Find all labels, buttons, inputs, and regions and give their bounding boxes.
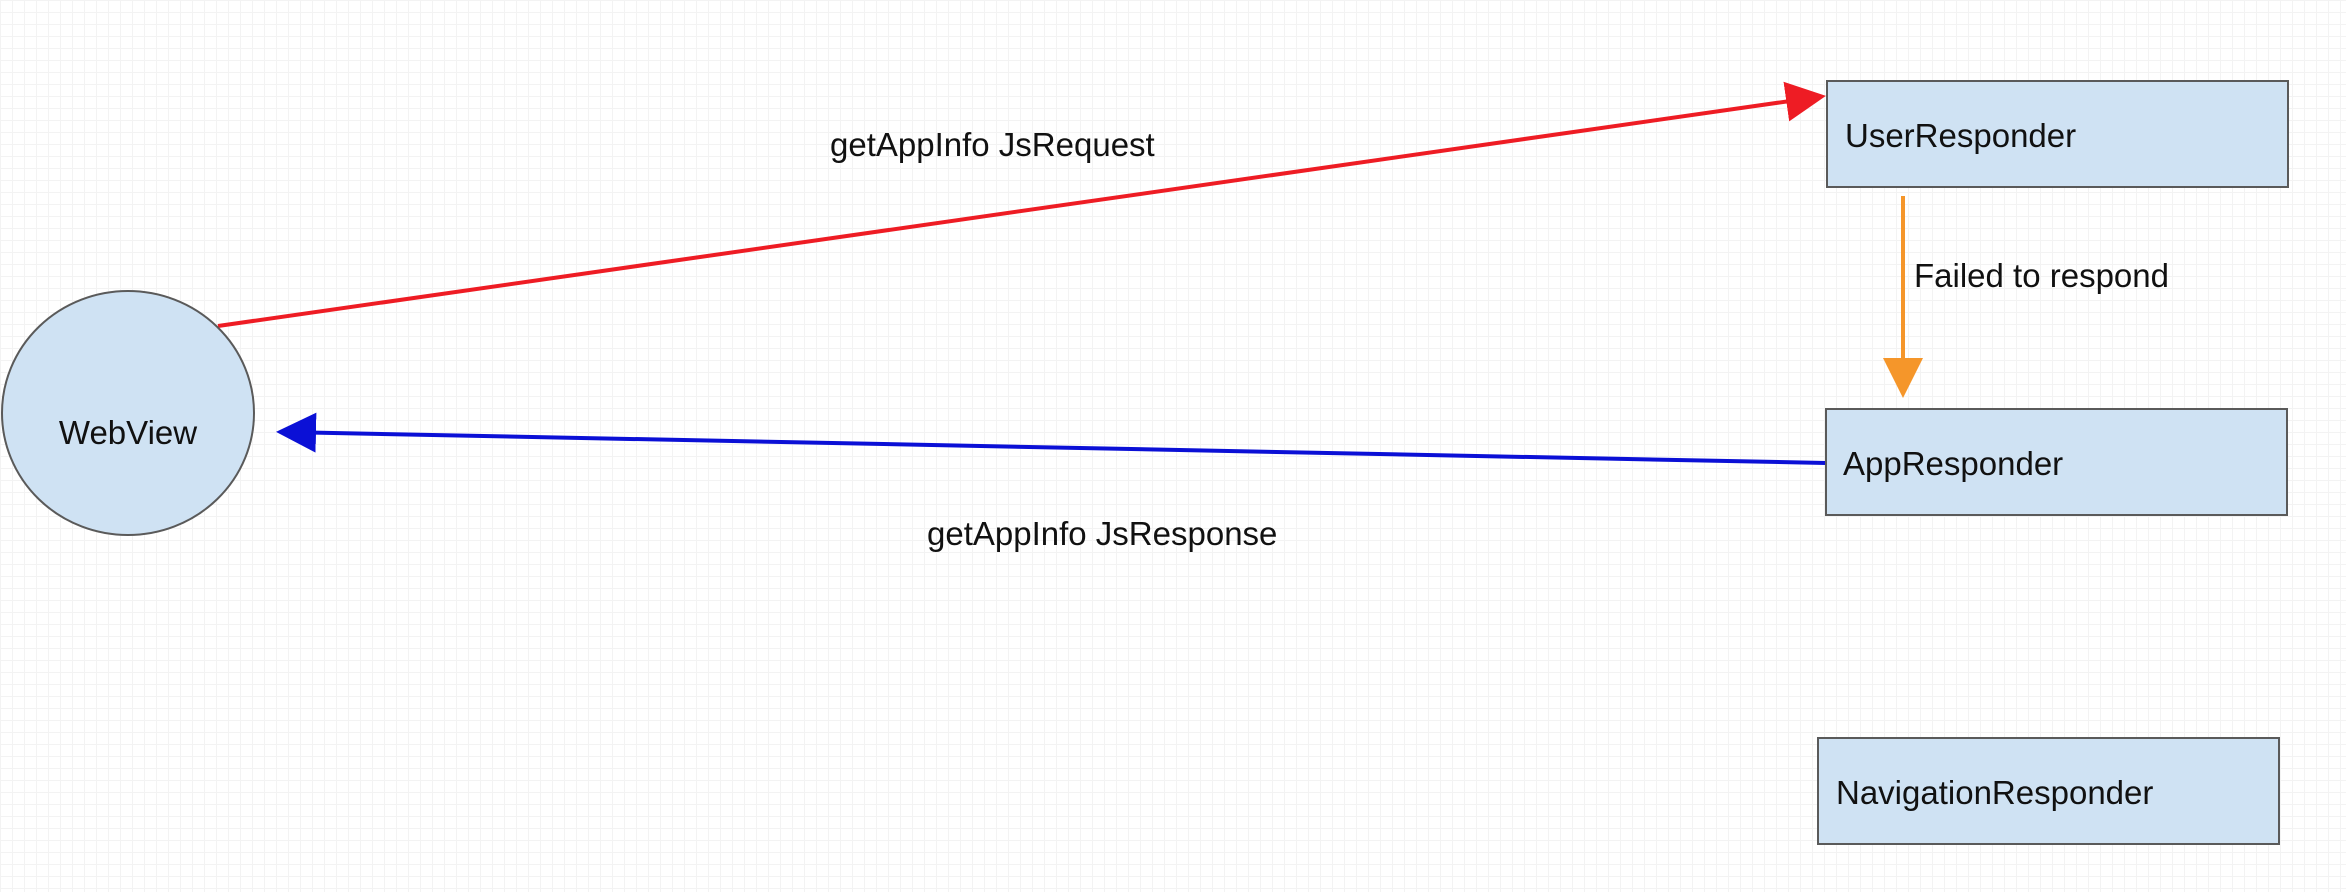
user-responder-node[interactable]	[1826, 80, 2289, 188]
request-arrow	[217, 81, 1826, 328]
navigation-responder-label: NavigationResponder	[1836, 774, 2153, 811]
response-label: getAppInfo JsResponse	[927, 515, 1277, 552]
app-responder-label: AppResponder	[1843, 445, 2063, 482]
webview-node[interactable]	[1, 290, 255, 536]
navigation-responder-node[interactable]	[1817, 737, 2280, 845]
fallback-label: Failed to respond	[1914, 257, 2169, 294]
user-responder-label: UserResponder	[1845, 117, 2076, 154]
request-label: getAppInfo JsRequest	[830, 126, 1155, 163]
webview-label: WebView	[59, 414, 197, 451]
response-arrow	[276, 412, 1827, 465]
app-responder-node[interactable]	[1825, 408, 2288, 516]
